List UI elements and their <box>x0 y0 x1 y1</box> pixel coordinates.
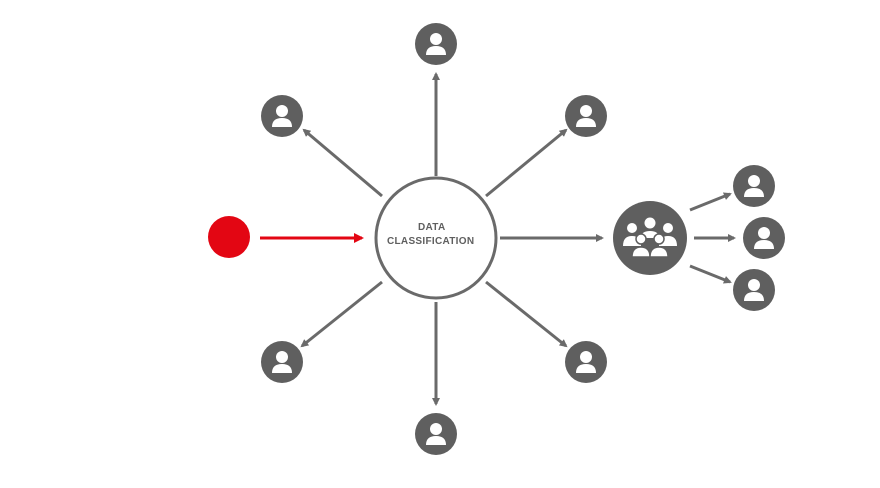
person-icon <box>415 413 457 455</box>
source-dot <box>208 216 250 258</box>
center-label-line2: CLASSIFICATION <box>387 236 474 247</box>
person-icon <box>565 95 607 137</box>
person-icon <box>743 217 785 259</box>
group-icon <box>613 201 687 275</box>
arrow-lower-right <box>485 280 568 348</box>
arrow-lower-left <box>300 280 383 348</box>
arrows <box>300 72 736 406</box>
arrow-upper-right <box>485 128 568 198</box>
person-icon <box>733 165 775 207</box>
person-icon <box>261 341 303 383</box>
person-icon <box>261 95 303 137</box>
arrow-upper-left <box>302 128 383 198</box>
person-icon <box>733 269 775 311</box>
arrow-group-up <box>689 192 732 212</box>
person-icon <box>565 341 607 383</box>
center-label-line1: DATA <box>418 222 446 233</box>
arrow-group-down <box>689 264 732 284</box>
person-icon <box>415 23 457 65</box>
center-circle <box>374 176 498 300</box>
